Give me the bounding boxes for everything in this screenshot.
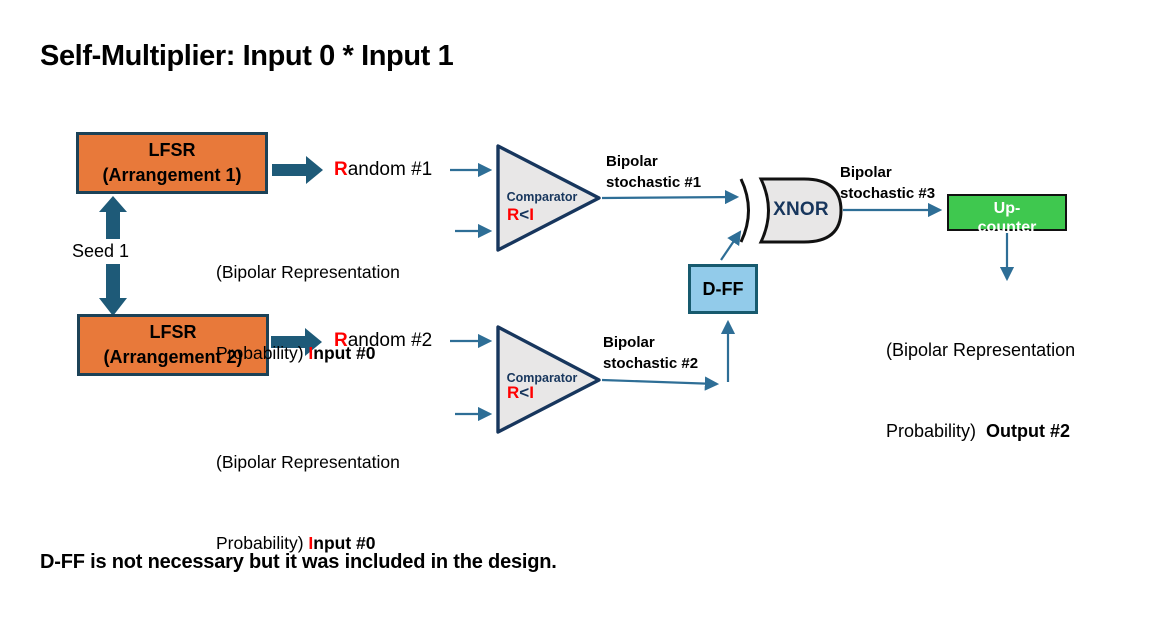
comparator2-shape	[496, 325, 601, 434]
arrow-dff-to-xnor	[720, 230, 742, 261]
output2-line1: (Bipolar Representation	[886, 340, 1076, 360]
page-title: Self-Multiplier: Input 0 * Input 1	[40, 40, 454, 72]
up-counter-line2: counter	[977, 219, 1037, 236]
random1-red-letter: R	[334, 159, 348, 180]
input0-a-line1: (Bipolar Representation	[216, 262, 400, 282]
lfsr2-output-block-arrow	[271, 328, 322, 356]
lfsr1-block: LFSR (Arrangement 1)	[76, 132, 268, 194]
dff-label: D-FF	[702, 278, 744, 299]
random2-red-letter: R	[334, 330, 348, 351]
input0-b-label: (Bipolar Representation Probability) Inp…	[216, 395, 400, 611]
lfsr1-line1: LFSR	[148, 140, 196, 160]
lfsr2-block: LFSR (Arrangement 2)	[77, 314, 269, 376]
random2-label: Random #2	[334, 330, 432, 352]
xnor-label: XNOR	[773, 199, 829, 220]
arrow-comparator2-output	[601, 376, 720, 391]
comparator2-label: Comparator	[506, 371, 578, 385]
lfsr2-line1: LFSR	[149, 322, 197, 342]
random2-rest: andom #2	[347, 330, 433, 351]
comparator2-condition: R<I	[507, 383, 534, 402]
stochastic2-label: Bipolar stochastic #2	[603, 334, 699, 372]
input0-a-line2: Probability) Input #0	[216, 343, 376, 363]
xnor-input-arc	[739, 178, 750, 243]
output2-label: (Bipolar Representation Probability) Out…	[886, 283, 1075, 499]
seed-up-arrow	[99, 196, 127, 239]
comparator1-label: Comparator	[506, 190, 578, 204]
stochastic1-label: Bipolar stochastic #1	[606, 153, 702, 191]
stochastic3-label: Bipolar stochastic #3	[840, 164, 936, 202]
lfsr1-output-block-arrow	[272, 156, 323, 184]
input0-b-line2: Probability) Input #0	[216, 533, 376, 553]
random1-rest: andom #1	[347, 159, 433, 180]
dff-block: D-FF	[688, 264, 758, 314]
input0-a-label: (Bipolar Representation Probability) Inp…	[216, 205, 400, 421]
random1-label: Random #1	[334, 159, 432, 181]
arrow-comparator1-to-xnor	[601, 189, 740, 205]
lfsr1-line2: (Arrangement 1)	[102, 165, 242, 185]
footnote-text: D-FF is not necessary but it was include…	[40, 551, 557, 573]
seed-down-arrow	[99, 264, 127, 316]
seed-label: Seed 1	[72, 241, 130, 261]
up-counter-block: Up- counter	[947, 194, 1067, 236]
input0-b-line1: (Bipolar Representation	[216, 452, 400, 472]
output2-line2: Probability) Output #2	[886, 421, 1071, 441]
up-counter-line1: Up-	[993, 200, 1021, 217]
lfsr2-line2: (Arrangement 2)	[103, 347, 243, 367]
comparator1-shape	[496, 144, 601, 252]
xnor-gate-shape	[758, 177, 843, 244]
comparator1-condition: R<I	[507, 205, 534, 224]
